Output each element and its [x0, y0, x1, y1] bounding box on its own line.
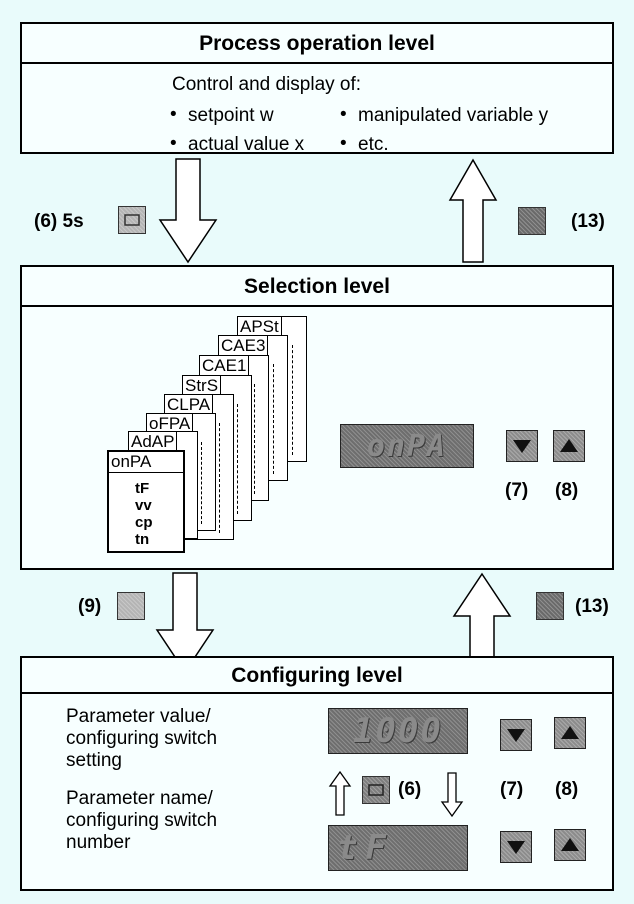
arrow-up-to-process-icon [448, 158, 498, 263]
card-divider [273, 364, 274, 474]
config-up-label: (8) [555, 779, 579, 800]
function-key-icon [518, 207, 546, 235]
function-key-icon [118, 206, 146, 234]
card-label: CAE1 [200, 356, 250, 377]
bullet-actual-value: actual value x [188, 134, 305, 155]
selection-title: Selection level [22, 267, 612, 307]
process-operation-title: Process operation level [22, 24, 612, 64]
card-item: cp [135, 514, 153, 531]
triangle-up-icon [561, 726, 579, 739]
value-label-line1: Parameter value/ [66, 706, 211, 727]
bullet-setpoint: setpoint w [188, 105, 274, 126]
card-title: onPA [111, 452, 152, 471]
bullet-dot: • [340, 104, 347, 125]
value-label-line3: setting [66, 750, 122, 771]
card-item: tn [135, 531, 150, 548]
card-divider [254, 384, 255, 494]
value-display-text: 1000 [353, 711, 443, 751]
bullet-dot: • [340, 133, 347, 154]
bullet-etc: etc. [358, 134, 389, 155]
switch-key-button[interactable] [362, 776, 390, 804]
card-divider [237, 404, 238, 514]
name-display: tF [328, 825, 468, 871]
bullet-dot: • [170, 133, 177, 154]
arrow-up-small-icon [328, 770, 352, 816]
config-value-up-button[interactable] [554, 717, 586, 749]
triangle-up-icon [560, 439, 578, 452]
name-label-line3: number [66, 832, 131, 853]
card-divider [201, 442, 202, 524]
config-name-down-button[interactable] [500, 831, 532, 863]
up-key-label: (8) [555, 480, 579, 501]
bullet-dot: • [170, 104, 177, 125]
process-operation-panel: Process operation level Control and disp… [20, 22, 614, 155]
card-label: CAE3 [219, 336, 269, 357]
up-key-button[interactable] [553, 430, 585, 462]
config-value-down-button[interactable] [500, 719, 532, 751]
selection-display: onPA [340, 424, 474, 468]
function-key-icon [536, 592, 564, 620]
triangle-down-icon [507, 729, 525, 742]
key-glyph-icon [124, 214, 140, 226]
arrow-down-to-selection-icon [158, 158, 218, 264]
card-item: tF [135, 480, 150, 497]
card-title-divider [109, 472, 183, 473]
to-selection-label: (6) 5s [34, 211, 84, 232]
name-display-text: tF [337, 828, 394, 868]
triangle-down-icon [513, 440, 531, 453]
function-key-icon [117, 592, 145, 620]
triangle-down-icon [507, 841, 525, 854]
card-item: vv [135, 497, 152, 514]
card-divider [292, 345, 293, 455]
config-name-up-button[interactable] [554, 829, 586, 861]
configuring-panel: Configuring level Parameter value/ confi… [20, 656, 614, 891]
down-key-label: (7) [505, 480, 529, 501]
card-divider [219, 423, 220, 533]
switch-key-label: (6) [398, 779, 422, 800]
bullet-manipulated-variable: manipulated variable y [358, 105, 549, 126]
back-to-process-label: (13) [571, 211, 605, 232]
card-onpa-front: onPA tF vv cp tn [107, 450, 185, 553]
config-down-label: (7) [500, 779, 524, 800]
arrow-down-to-config-icon [155, 572, 215, 674]
to-config-label: (9) [78, 596, 102, 617]
value-label-line2: configuring switch [66, 728, 218, 749]
value-display: 1000 [328, 708, 468, 754]
triangle-up-icon [561, 838, 579, 851]
name-label-line2: configuring switch [66, 810, 218, 831]
name-label-line1: Parameter name/ [66, 788, 213, 809]
selection-display-text: onPA [366, 428, 448, 464]
back-to-selection-label: (13) [575, 596, 609, 617]
configuring-title: Configuring level [22, 658, 612, 694]
switch-key-glyph-icon [368, 784, 384, 796]
process-intro: Control and display of: [172, 74, 362, 95]
arrow-down-small-icon [440, 772, 464, 818]
down-key-button[interactable] [506, 430, 538, 462]
